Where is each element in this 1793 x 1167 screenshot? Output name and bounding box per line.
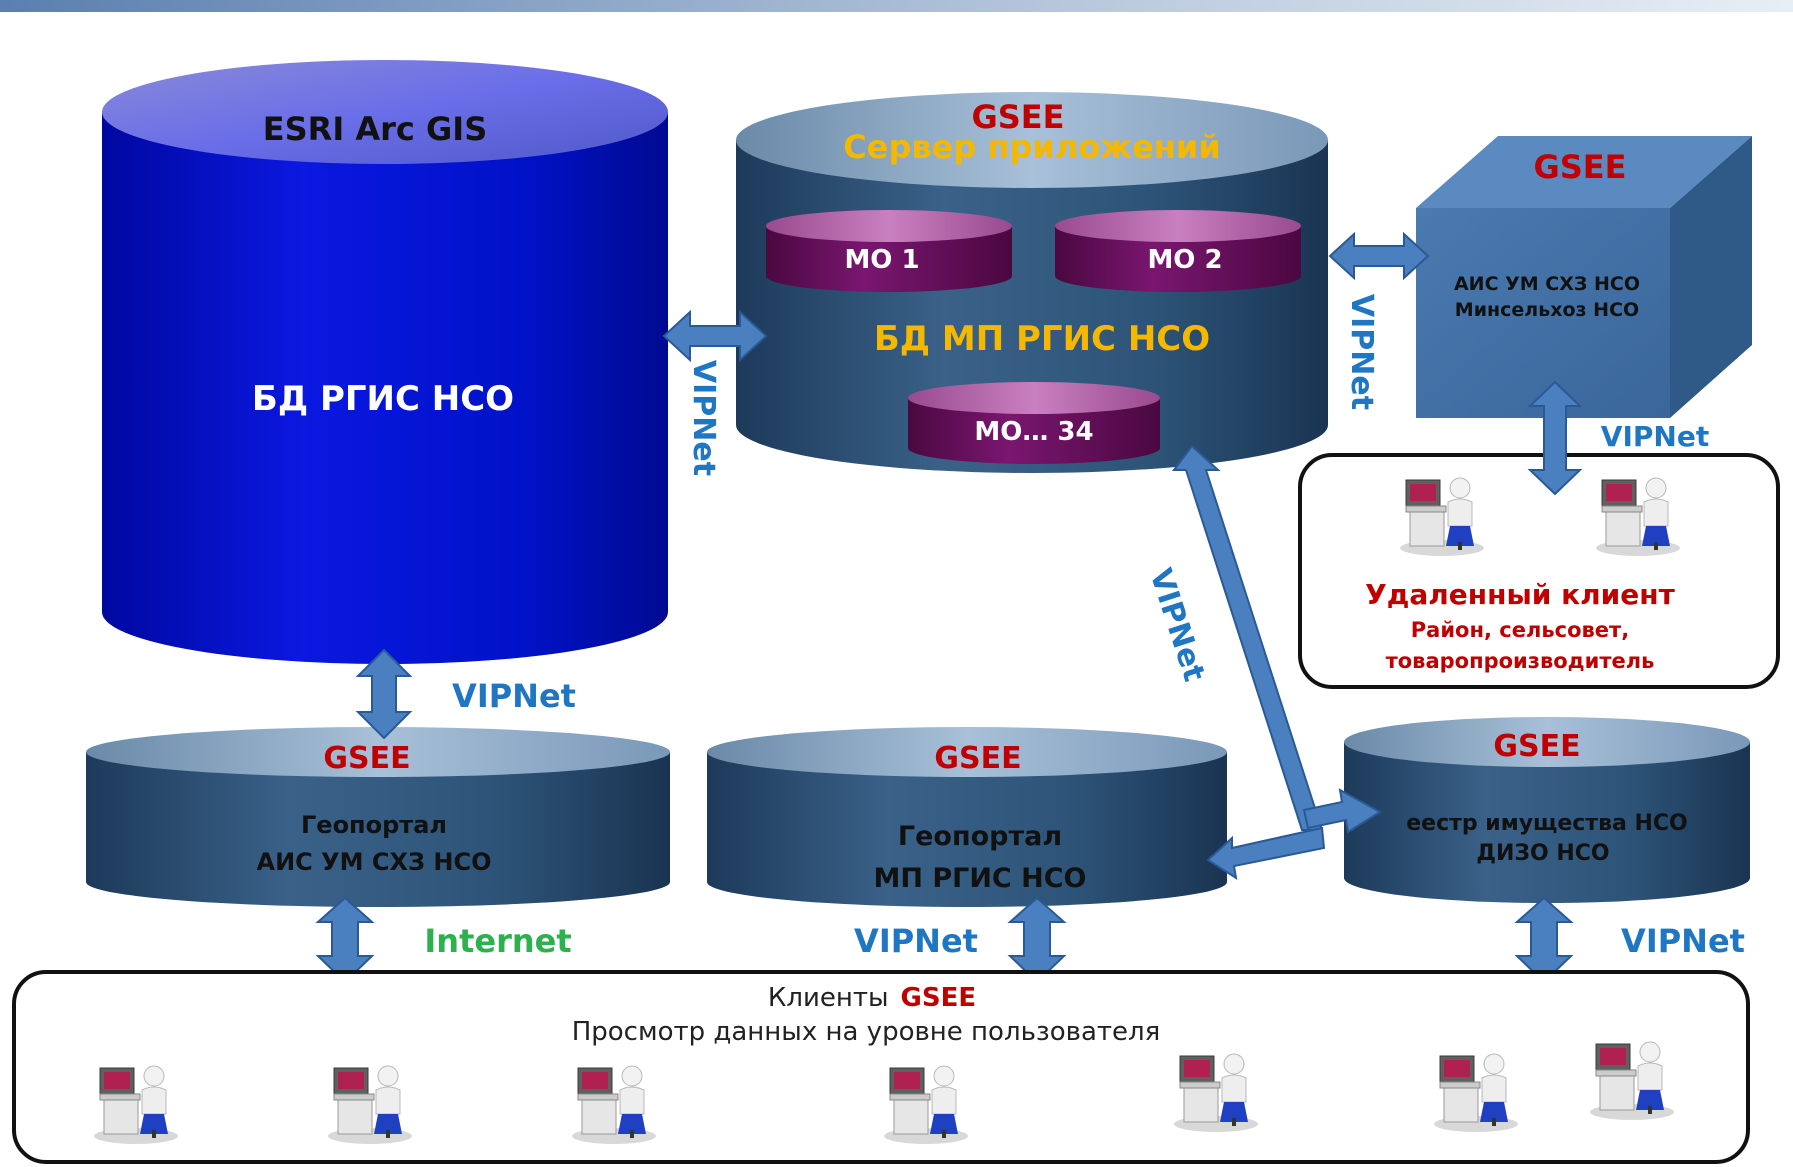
- arrow-junction-to-registry: [1302, 788, 1382, 834]
- geoportal-ais-line1: Геопортал: [301, 811, 447, 839]
- app-server-gsee: GSEE: [971, 98, 1064, 136]
- cube-gsee: GSEE: [1533, 148, 1626, 186]
- mo34-label: МО… 34: [974, 417, 1093, 447]
- vipnet-label-cube: VIPNet: [1344, 294, 1379, 410]
- arrow-registry-to-clients: [1514, 896, 1574, 984]
- registry-line2: ДИЗО НСО: [1476, 841, 1609, 866]
- vipnet-label-mp: VIPNet: [854, 922, 978, 960]
- remote-client-line2: товаропроизводитель: [1386, 649, 1655, 673]
- geoportal-ais-gsee: GSEE: [323, 741, 410, 776]
- geoportal-mp-line1: Геопортал: [898, 821, 1062, 852]
- cube-line2: Минсельхоз НСО: [1455, 299, 1639, 321]
- mo2-label: МО 2: [1147, 245, 1222, 275]
- vipnet-label-main: VIPNet: [452, 677, 576, 715]
- clients-box: Клиенты GSEE Просмотр данных на уровне по…: [12, 970, 1750, 1164]
- registry-cylinder: GSEE еестр имущества НСО ДИЗО НСО: [1344, 717, 1750, 903]
- geoportal-mp-gsee: GSEE: [934, 741, 1021, 776]
- geoportal-ais-line2: АИС УМ СХЗ НСО: [257, 848, 492, 876]
- arrow-cube-to-remote: [1527, 380, 1583, 496]
- geoportal-mp-line2: МП РГИС НСО: [873, 863, 1086, 894]
- geoportal-mp-cylinder: GSEE Геопортал МП РГИС НСО: [707, 727, 1227, 907]
- mo34-cylinder: МО… 34: [908, 382, 1160, 464]
- arrow-geoportal-ais-to-clients: [315, 896, 375, 984]
- clients-gsee: GSEE: [901, 983, 977, 1013]
- clients-title: Клиенты GSEE: [768, 983, 976, 1013]
- main-db-top-label: ESRI Arc GIS: [263, 110, 487, 148]
- vipnet-label-diagonal: VIPNet: [1142, 564, 1211, 685]
- app-server-cylinder: GSEE Сервер приложений БД МП РГИС НСО МО…: [736, 92, 1328, 473]
- arrow-main-to-geoportal: [355, 648, 413, 740]
- registry-line1: еестр имущества НСО: [1406, 811, 1688, 836]
- top-banner-bar: [0, 0, 1793, 12]
- mo2-cylinder: МО 2: [1055, 210, 1301, 292]
- vipnet-label-cube-down: VIPNet: [1601, 420, 1709, 453]
- mo1-label: МО 1: [844, 245, 919, 275]
- app-server-title: Сервер приложений: [843, 128, 1220, 166]
- cube-line1: АИС УМ СХЗ НСО: [1454, 273, 1640, 295]
- remote-client-line1: Район, сельсовет,: [1411, 618, 1629, 642]
- arrow-junction-to-geoportal-mp: [1206, 826, 1326, 881]
- clients-subtitle: Просмотр данных на уровне пользователя: [572, 1017, 1161, 1047]
- vipnet-label-registry: VIPNet: [1621, 922, 1745, 960]
- ais-cube: GSEE АИС УМ СХЗ НСО Минсельхоз НСО: [1416, 136, 1752, 418]
- main-db-label: БД РГИС НСО: [252, 379, 514, 419]
- registry-gsee: GSEE: [1493, 729, 1580, 764]
- remote-client-box: Удаленный клиент Район, сельсовет, товар…: [1298, 453, 1780, 689]
- arrow-main-to-app: [662, 309, 768, 363]
- geoportal-ais-cylinder: GSEE Геопортал АИС УМ СХЗ НСО: [86, 727, 670, 907]
- mo1-cylinder: МО 1: [766, 210, 1012, 292]
- arrow-app-to-cube: [1328, 231, 1430, 281]
- remote-client-title: Удаленный клиент: [1365, 578, 1675, 611]
- app-server-db-label: БД МП РГИС НСО: [874, 319, 1210, 359]
- internet-label: Internet: [424, 922, 571, 960]
- vipnet-label-app: VIPNet: [686, 360, 721, 476]
- main-db-cylinder: ESRI Arc GIS БД РГИС НСО: [102, 60, 668, 664]
- arrow-geoportal-mp-to-clients: [1007, 896, 1067, 984]
- clients-prefix: Клиенты: [768, 983, 889, 1013]
